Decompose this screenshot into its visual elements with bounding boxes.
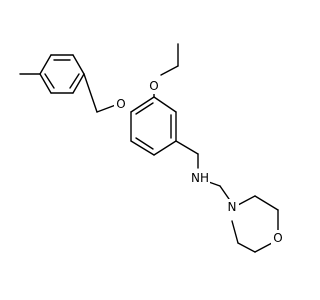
toluene-bond-1 (39, 54, 52, 75)
ether-oxygen-background (114, 96, 128, 112)
central-bond-2 (153, 96, 177, 113)
amine-label: NH (191, 171, 209, 185)
morpholine-bond-4 (254, 242, 273, 253)
morpholine-ring (231, 195, 279, 253)
ether-oxygen-label: O (116, 97, 125, 111)
molecule-structure: O O NH N O (19, 43, 285, 253)
central-bond-5 (130, 140, 155, 156)
toluene-double-3 (44, 73, 55, 89)
central-double-3 (135, 137, 154, 150)
amine-background (190, 170, 210, 186)
morpholine-bond-6 (231, 220, 239, 244)
morpholine-oxygen-background (271, 230, 285, 246)
central-bond-1 (130, 96, 155, 113)
toluene-ring (39, 54, 85, 94)
central-ring (130, 96, 177, 156)
toluene-bond-3 (72, 54, 85, 75)
bond-layer (19, 43, 279, 253)
toluene-bond-6 (39, 73, 52, 94)
toluene-bond-4 (72, 73, 85, 94)
morpholine-nitrogen-background (225, 199, 239, 215)
label-layer: O O NH N O (114, 78, 285, 246)
benzyl-bond-1 (83, 73, 98, 113)
ethoxy-oxygen-background (147, 78, 161, 94)
morpholine-bond-2 (254, 195, 279, 211)
central-double-1 (135, 102, 154, 115)
central-bond-4 (153, 140, 177, 156)
linker-bond-1 (175, 140, 199, 155)
morpholine-nitrogen-label: N (228, 200, 237, 214)
morpholine-bond-5 (237, 242, 256, 253)
linker-bond-4 (219, 185, 230, 200)
morpholine-oxygen-label: O (273, 231, 282, 245)
morpholine-bond-1 (237, 195, 256, 206)
ethoxy-bond-2 (160, 65, 179, 76)
toluene-double-2 (69, 73, 80, 89)
ethoxy-oxygen-label: O (149, 79, 158, 93)
